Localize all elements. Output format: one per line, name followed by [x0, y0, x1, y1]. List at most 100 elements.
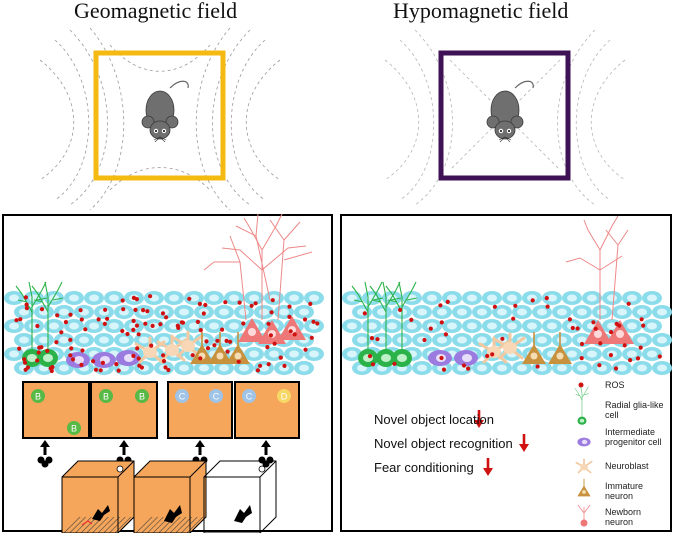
ros-dot [83, 327, 88, 332]
niche-cell [582, 291, 602, 305]
hypomagnetic-field-title: Hypomagnetic field [393, 0, 569, 23]
ros-dot [131, 327, 136, 332]
niche-cell [412, 333, 432, 347]
ros-dot [179, 320, 184, 325]
ros-dot [272, 341, 277, 346]
ros-dot [149, 343, 154, 348]
ros-dot [166, 367, 171, 373]
ros-dot [265, 345, 270, 350]
ros-dot [48, 366, 53, 371]
ros-dot [100, 360, 105, 365]
niche-cell [522, 319, 542, 333]
legend-intermediate-progenitor: Intermediate progenitor cell [605, 427, 662, 447]
ros-dot [54, 340, 59, 345]
intermediate-progenitor-icon [577, 437, 591, 447]
ros-dot [598, 341, 603, 346]
niche-cell [612, 305, 632, 319]
ros-dot [63, 320, 68, 325]
ros-dot [35, 358, 40, 363]
ros-dot [121, 307, 126, 312]
niche-cell [642, 291, 662, 305]
ros-dot [288, 329, 293, 334]
ros-dot [635, 356, 641, 361]
niche-cell [632, 361, 652, 375]
ros-dot [116, 368, 121, 373]
niche-cell [294, 305, 314, 319]
ros-dot [308, 301, 313, 306]
ros-dot [120, 328, 125, 334]
ros-dot [362, 311, 367, 316]
niche-cell [34, 333, 54, 347]
ros-dot [422, 337, 427, 343]
ros-dot [24, 302, 29, 307]
niche-cell [382, 319, 402, 333]
ros-dot [617, 323, 622, 328]
niche-cell [254, 361, 274, 375]
ros-dot [237, 300, 242, 305]
niche-cell [592, 361, 612, 375]
niche-cell [642, 347, 662, 361]
niche-cell [264, 291, 284, 305]
ros-dot [591, 320, 596, 325]
ros-dot [59, 330, 64, 335]
ros-dot [282, 363, 287, 368]
ros-dot [134, 323, 140, 328]
niche-cell [632, 305, 652, 319]
newborn-neuron-icon [577, 504, 591, 527]
niche-cell [94, 305, 114, 319]
ros-dot [136, 332, 141, 337]
geomagnetic-field-title: Geomagnetic field [74, 0, 238, 23]
ros-dot [315, 321, 320, 326]
niche-cell [174, 305, 194, 319]
ros-dot [204, 339, 209, 344]
legend-radial-glia: Radial glia-like cell [605, 400, 664, 420]
ros-dot [68, 337, 73, 342]
ros-dot [370, 362, 376, 367]
niche-cell [104, 291, 124, 305]
niche-cell [14, 305, 34, 319]
ros-dot [268, 333, 273, 338]
ros-dot [445, 299, 450, 304]
legend-icons [574, 382, 593, 527]
ros-dot [492, 304, 497, 309]
niche-cell [462, 291, 482, 305]
ros-dot [79, 317, 84, 322]
ros-dot [443, 332, 448, 337]
niche-cell [482, 319, 502, 333]
ros-dot [131, 295, 136, 300]
ros-dot [593, 326, 598, 331]
ros-dot [23, 295, 28, 300]
ros-dot [79, 362, 84, 367]
object-b: B [67, 421, 81, 435]
object-arena: BB [22, 381, 90, 439]
niche-cell [164, 291, 184, 305]
object-c: C [242, 389, 256, 403]
niche-cell [342, 291, 362, 305]
niche-cell [652, 305, 672, 319]
ros-dot [500, 336, 505, 341]
niche-cell [372, 333, 392, 347]
ros-dot [36, 350, 41, 355]
ros-dot [131, 318, 136, 323]
ros-dot [579, 356, 584, 361]
ros-dot [114, 362, 119, 367]
ros-dot [55, 313, 60, 318]
niche-cell [342, 319, 362, 333]
ros-dot [163, 365, 168, 370]
ros-dot [80, 348, 85, 353]
niche-cell [502, 319, 522, 333]
niche-cell [34, 305, 54, 319]
ros-dot [622, 343, 627, 348]
svg-text:C: C [179, 392, 186, 402]
ros-dot [608, 353, 614, 358]
ros-dot [428, 326, 433, 331]
niche-cell [284, 347, 304, 361]
ros-dot [161, 353, 166, 358]
ros-dot [253, 301, 258, 306]
ros-dot [545, 304, 550, 309]
ros-dot [249, 303, 254, 308]
object-c: C [209, 389, 223, 403]
mouse-icon [141, 80, 189, 143]
